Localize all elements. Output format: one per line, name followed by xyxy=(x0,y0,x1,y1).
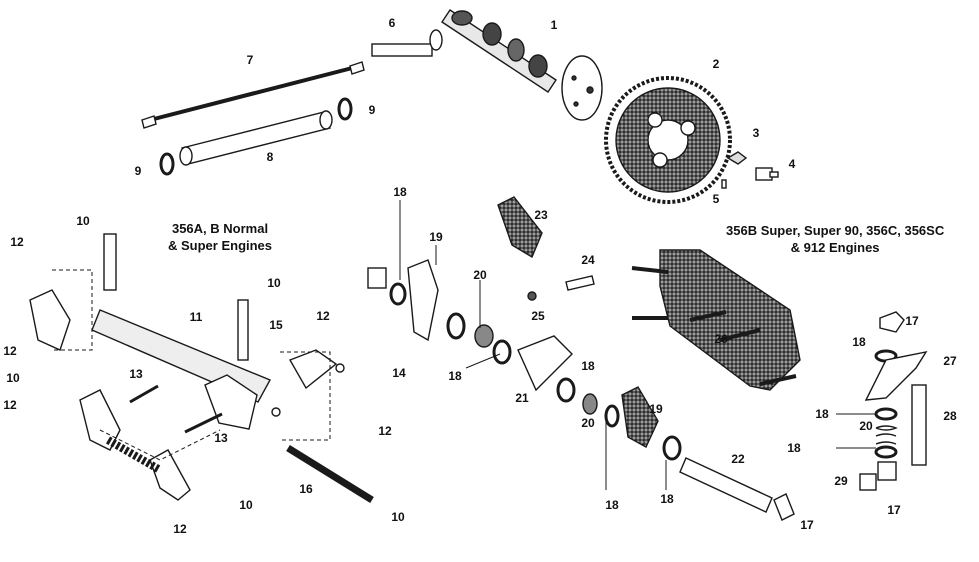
part-number-20: 20 xyxy=(581,416,595,430)
part-number-10: 10 xyxy=(76,214,90,228)
part-number-12: 12 xyxy=(3,398,17,412)
part-number-18: 18 xyxy=(815,407,829,421)
part-number-6: 6 xyxy=(388,16,396,30)
push-rod-tube xyxy=(179,110,333,166)
part-number-19: 19 xyxy=(649,402,663,416)
part-number-10: 10 xyxy=(239,498,253,512)
cam-follower xyxy=(371,29,443,57)
part-number-3: 3 xyxy=(752,126,760,140)
part-number-2: 2 xyxy=(712,57,720,71)
push-rod xyxy=(141,61,365,129)
guide-lines-middle xyxy=(399,200,667,490)
heading-356a-b-line2: & Super Engines xyxy=(168,238,273,253)
part-number-23: 23 xyxy=(534,208,548,222)
part-number-16: 16 xyxy=(299,482,313,496)
part-number-12: 12 xyxy=(10,235,24,249)
dowel-pin xyxy=(721,179,727,189)
part-number-28: 28 xyxy=(943,409,957,423)
part-number-14: 14 xyxy=(392,366,406,380)
part-number-7: 7 xyxy=(246,53,254,67)
part-number-26: 26 xyxy=(714,332,728,346)
part-number-1: 1 xyxy=(550,18,558,32)
part-number-18: 18 xyxy=(605,498,619,512)
part-number-18: 18 xyxy=(581,359,595,373)
dashed-guides-left xyxy=(52,269,331,461)
rocker-set-middle xyxy=(367,196,795,521)
part-number-19: 19 xyxy=(429,230,443,244)
part-number-4: 4 xyxy=(788,157,796,171)
part-number-17: 17 xyxy=(800,518,814,532)
part-number-17: 17 xyxy=(905,314,919,328)
gear-bolt xyxy=(755,167,779,181)
guide-lines-right xyxy=(836,413,876,449)
heading-356b-912: 356B Super, Super 90, 356C, 356SC & 912 … xyxy=(726,222,944,256)
part-number-12: 12 xyxy=(173,522,187,536)
part-number-18: 18 xyxy=(660,492,674,506)
part-number-17: 17 xyxy=(887,503,901,517)
rocker-support xyxy=(631,249,801,391)
lock-plate xyxy=(726,151,748,165)
tube-seal xyxy=(159,152,175,176)
part-number-10: 10 xyxy=(391,510,405,524)
part-number-8: 8 xyxy=(266,150,274,164)
part-number-18: 18 xyxy=(852,335,866,349)
cam-gear xyxy=(604,76,732,204)
part-number-12: 12 xyxy=(378,424,392,438)
part-number-22: 22 xyxy=(731,452,745,466)
part-number-18: 18 xyxy=(393,185,407,199)
part-number-10: 10 xyxy=(6,371,20,385)
part-number-15: 15 xyxy=(269,318,283,332)
part-number-9: 9 xyxy=(134,164,142,178)
part-number-24: 24 xyxy=(581,253,595,267)
heading-356a-b-line1: 356A, B Normal xyxy=(171,221,269,236)
rocker-assembly-356b xyxy=(859,311,928,491)
heading-356b-912-line2: & 912 Engines xyxy=(790,240,880,255)
part-number-12: 12 xyxy=(316,309,330,323)
part-number-27: 27 xyxy=(943,354,957,368)
tube-seal xyxy=(337,97,353,121)
part-number-25: 25 xyxy=(531,309,545,323)
part-number-20: 20 xyxy=(859,419,873,433)
part-number-12: 12 xyxy=(3,344,17,358)
part-number-18: 18 xyxy=(448,369,462,383)
part-number-5: 5 xyxy=(712,192,720,206)
part-number-13: 13 xyxy=(129,367,143,381)
heading-356b-912-line1: 356B Super, Super 90, 356C, 356SC xyxy=(726,223,945,238)
part-number-20: 20 xyxy=(473,268,487,282)
part-number-21: 21 xyxy=(515,391,529,405)
part-number-9: 9 xyxy=(368,103,376,117)
camshaft xyxy=(441,9,603,121)
part-number-18: 18 xyxy=(787,441,801,455)
part-number-13: 13 xyxy=(214,431,228,445)
rocker-assembly-356a xyxy=(29,233,374,503)
part-number-11: 11 xyxy=(189,310,203,324)
part-number-29: 29 xyxy=(834,474,848,488)
heading-356a-b: 356A, B Normal & Super Engines xyxy=(168,220,272,254)
part-number-10: 10 xyxy=(267,276,281,290)
